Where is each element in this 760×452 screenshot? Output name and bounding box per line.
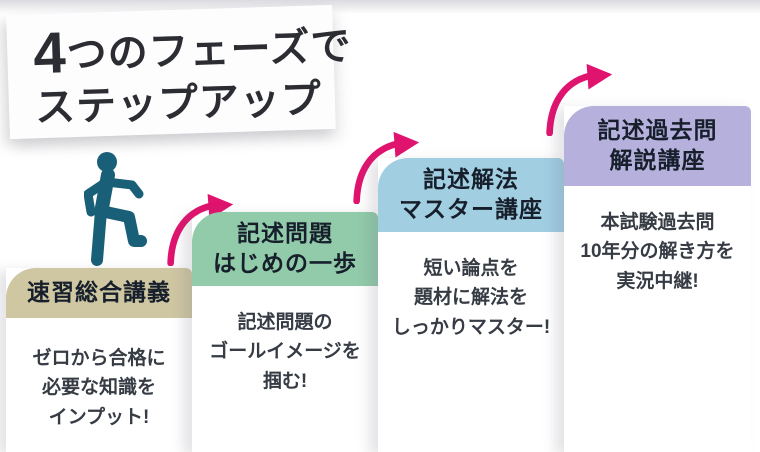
step-3-header: 記述解法 マスター講座 [378, 158, 564, 232]
step-1-body-line: ゼロから合格に [32, 348, 166, 369]
step-4-header-line: 記述過去問 [597, 117, 718, 144]
step-4-header-line: 解説講座 [609, 147, 706, 173]
step-4-header: 記述過去問 解説講座 [564, 106, 751, 186]
step-3-header-line: 記述解法 [423, 166, 519, 193]
step-2-body-line: 記述問題の [237, 312, 333, 333]
step-up-arrow-icon [543, 60, 615, 136]
step-2-header: 記述問題 はじめの一歩 [192, 212, 378, 286]
step-1-body-line: インプット! [48, 406, 150, 428]
title-line-2: ステップアップ [34, 77, 323, 131]
step-3-body-line: しっかりマスター! [391, 316, 551, 338]
step-3-column: 記述解法 マスター講座 短い論点を 題材に解法を しっかりマスター! [378, 158, 564, 452]
step-3-header-line: マスター講座 [399, 196, 543, 222]
step-4-body-line: 本試験過去問 [600, 212, 715, 233]
step-4-body-line: 10年分の解き方を [580, 241, 735, 263]
step-2-column: 記述問題 はじめの一歩 記述問題の ゴールイメージを 掴む! [192, 212, 378, 452]
step-1-body-line: 必要な知識を [41, 377, 156, 399]
step-up-arrow-icon [350, 128, 422, 204]
title-card: 4つのフェーズで ステップアップ [6, 4, 352, 140]
step-2-header-line: 記述問題 [237, 220, 333, 247]
step-2-header-line: はじめの一歩 [213, 250, 357, 276]
step-4-body: 本試験過去問 10年分の解き方を 実況中継! [564, 186, 751, 452]
step-4-body-line: 実況中継! [616, 270, 699, 292]
title-line-1: 4つのフェーズで [32, 13, 352, 87]
step-3-body-line: 題材に解法を [413, 287, 528, 309]
step-1-header-line: 速習総合講義 [27, 279, 171, 306]
step-1-column: 速習総合講義 ゼロから合格に 必要な知識を インプット! [6, 268, 192, 452]
climbing-person-icon [84, 149, 148, 267]
title-line-1-text: つのフェーズで [66, 24, 353, 78]
step-2-body-line: ゴールイメージを [209, 341, 361, 363]
step-1-header: 速習総合講義 [6, 268, 192, 318]
title-big-digit: 4 [32, 20, 68, 87]
step-2-body: 記述問題の ゴールイメージを 掴む! [192, 286, 378, 452]
step-2-body-line: 掴む! [262, 370, 308, 392]
step-1-body: ゼロから合格に 必要な知識を インプット! [6, 318, 192, 452]
step-3-body-line: 短い論点を [423, 258, 519, 279]
step-3-body: 短い論点を 題材に解法を しっかりマスター! [378, 232, 564, 452]
step-4-column: 記述過去問 解説講座 本試験過去問 10年分の解き方を 実況中継! [564, 106, 751, 452]
